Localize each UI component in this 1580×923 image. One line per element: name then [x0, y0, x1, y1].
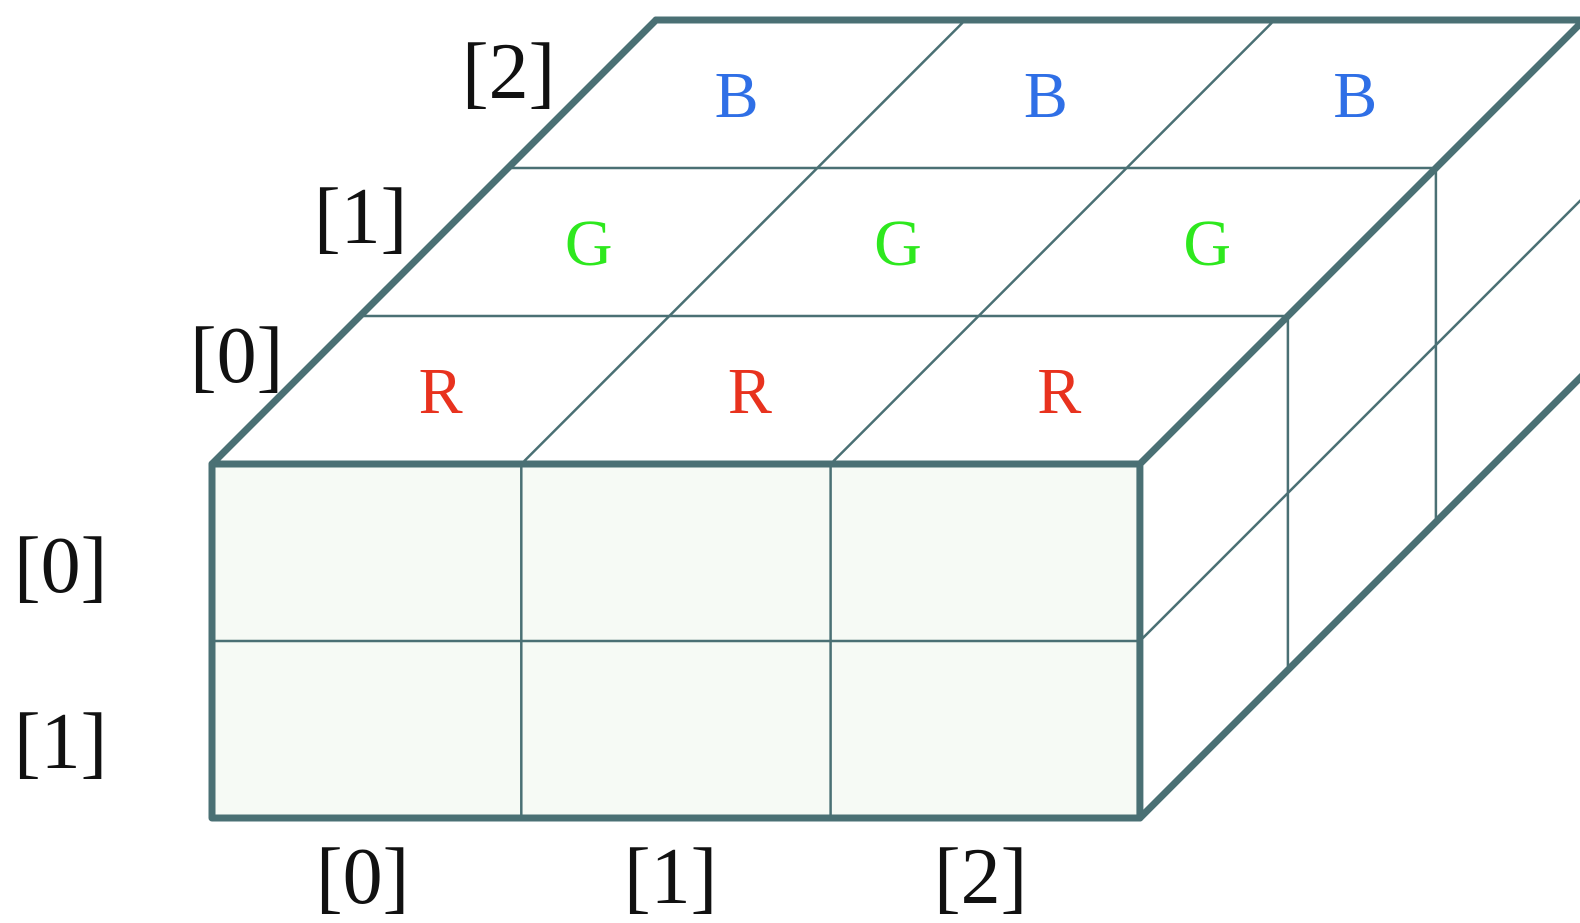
top-grid-diagonal: [829, 18, 1276, 466]
channel-label-g: G: [1183, 207, 1231, 280]
side-grid-diagonal: [1138, 199, 1580, 643]
row-label-1: [1]: [14, 698, 107, 786]
cube-faces: [212, 20, 1580, 818]
channel-label-b: B: [1024, 59, 1068, 132]
col-label-0: [0]: [316, 833, 409, 921]
channel-label-r: R: [1037, 355, 1081, 428]
depth-label-2: [2]: [462, 28, 555, 116]
channel-label-g: G: [565, 207, 613, 280]
depth-label-0: [0]: [190, 312, 283, 400]
top-right-edge: [1136, 18, 1580, 468]
top-face: [212, 20, 1580, 464]
channel-label-g: G: [874, 207, 922, 280]
channel-label-r: R: [419, 355, 463, 428]
axis-index-labels: [0] [1] [0] [1] [2] [0] [1] [2]: [14, 28, 1027, 921]
depth-label-1: [1]: [314, 173, 407, 261]
cube-grid-lines: [210, 18, 1580, 820]
channel-cell-labels: R R R G G G B B B: [419, 59, 1378, 428]
channel-label-b: B: [1333, 59, 1377, 132]
row-label-0: [0]: [14, 522, 107, 610]
bottom-right-edge: [1136, 372, 1580, 822]
top-left-edge: [208, 16, 660, 468]
channel-label-r: R: [728, 355, 772, 428]
cube-outline: [208, 16, 1580, 822]
col-label-2: [2]: [934, 833, 1027, 921]
channel-label-b: B: [715, 59, 759, 132]
col-label-1: [1]: [624, 833, 717, 921]
top-grid-diagonal: [520, 18, 967, 466]
